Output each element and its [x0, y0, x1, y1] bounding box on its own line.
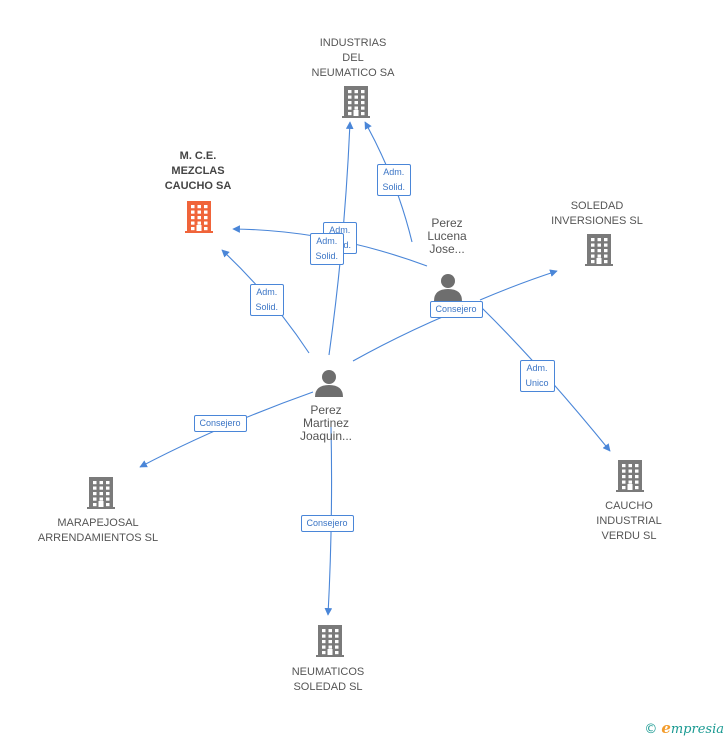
brand-name: mpresia	[670, 722, 724, 737]
company-label-marapejosal[interactable]: MARAPEJOSAL ARRENDAMIENTOS SL	[37, 517, 159, 544]
company-label-soledad_inv[interactable]: SOLEDAD INVERSIONES SL	[551, 200, 643, 227]
company-label-industrias[interactable]: INDUSTRIAS DEL NEUMATICO SA	[311, 37, 395, 79]
company-label-caucho[interactable]: CAUCHO INDUSTRIAL VERDU SL	[596, 500, 662, 542]
person-label-perez_lucena[interactable]: Perez Lucena Jose...	[427, 216, 467, 256]
building-icon-neumaticos[interactable]	[316, 625, 344, 657]
building-icon-industrias[interactable]	[342, 86, 370, 118]
person-icon-perez_martinez[interactable]	[315, 370, 343, 397]
brand-initial: e	[661, 719, 671, 737]
person-icon-perez_lucena[interactable]	[434, 274, 462, 301]
edge-label-perez_martinez-marapejosal[interactable]: Consejero	[193, 414, 247, 432]
company-label-neumaticos[interactable]: NEUMATICOS SOLEDAD SL	[291, 666, 365, 693]
person-label-perez_martinez[interactable]: Perez Martinez Joaquin...	[299, 403, 353, 443]
edge-label-perez_lucena-soledad_inv[interactable]: Consejero	[429, 300, 483, 318]
edge-label-perez_martinez-neumaticos[interactable]: Consejero	[300, 514, 354, 532]
edge-perez_martinez-perez_lucena	[352, 314, 448, 362]
edge-perez_lucena-soledad_inv	[479, 269, 558, 301]
building-icon-mce[interactable]	[185, 201, 213, 233]
building-icon-caucho[interactable]	[616, 460, 644, 492]
company-label-mce[interactable]: M. C.E. MEZCLAS CAUCHO SA	[164, 150, 232, 192]
building-icon-soledad_inv[interactable]	[585, 234, 613, 266]
edge-label-perez_martinez-industrias[interactable]: Adm. Solid.	[309, 233, 345, 265]
edge-label-perez_lucena-caucho[interactable]: Adm. Unico	[519, 360, 555, 392]
footer-brand[interactable]: ©empresia	[644, 719, 724, 737]
nodes-layer	[87, 86, 644, 657]
building-icon-marapejosal[interactable]	[87, 477, 115, 509]
edge-label-perez_martinez-mce[interactable]: Adm. Solid.	[249, 284, 285, 316]
copyright-symbol: ©	[644, 722, 658, 737]
edge-label-perez_lucena-industrias[interactable]: Adm. Solid.	[376, 164, 412, 196]
